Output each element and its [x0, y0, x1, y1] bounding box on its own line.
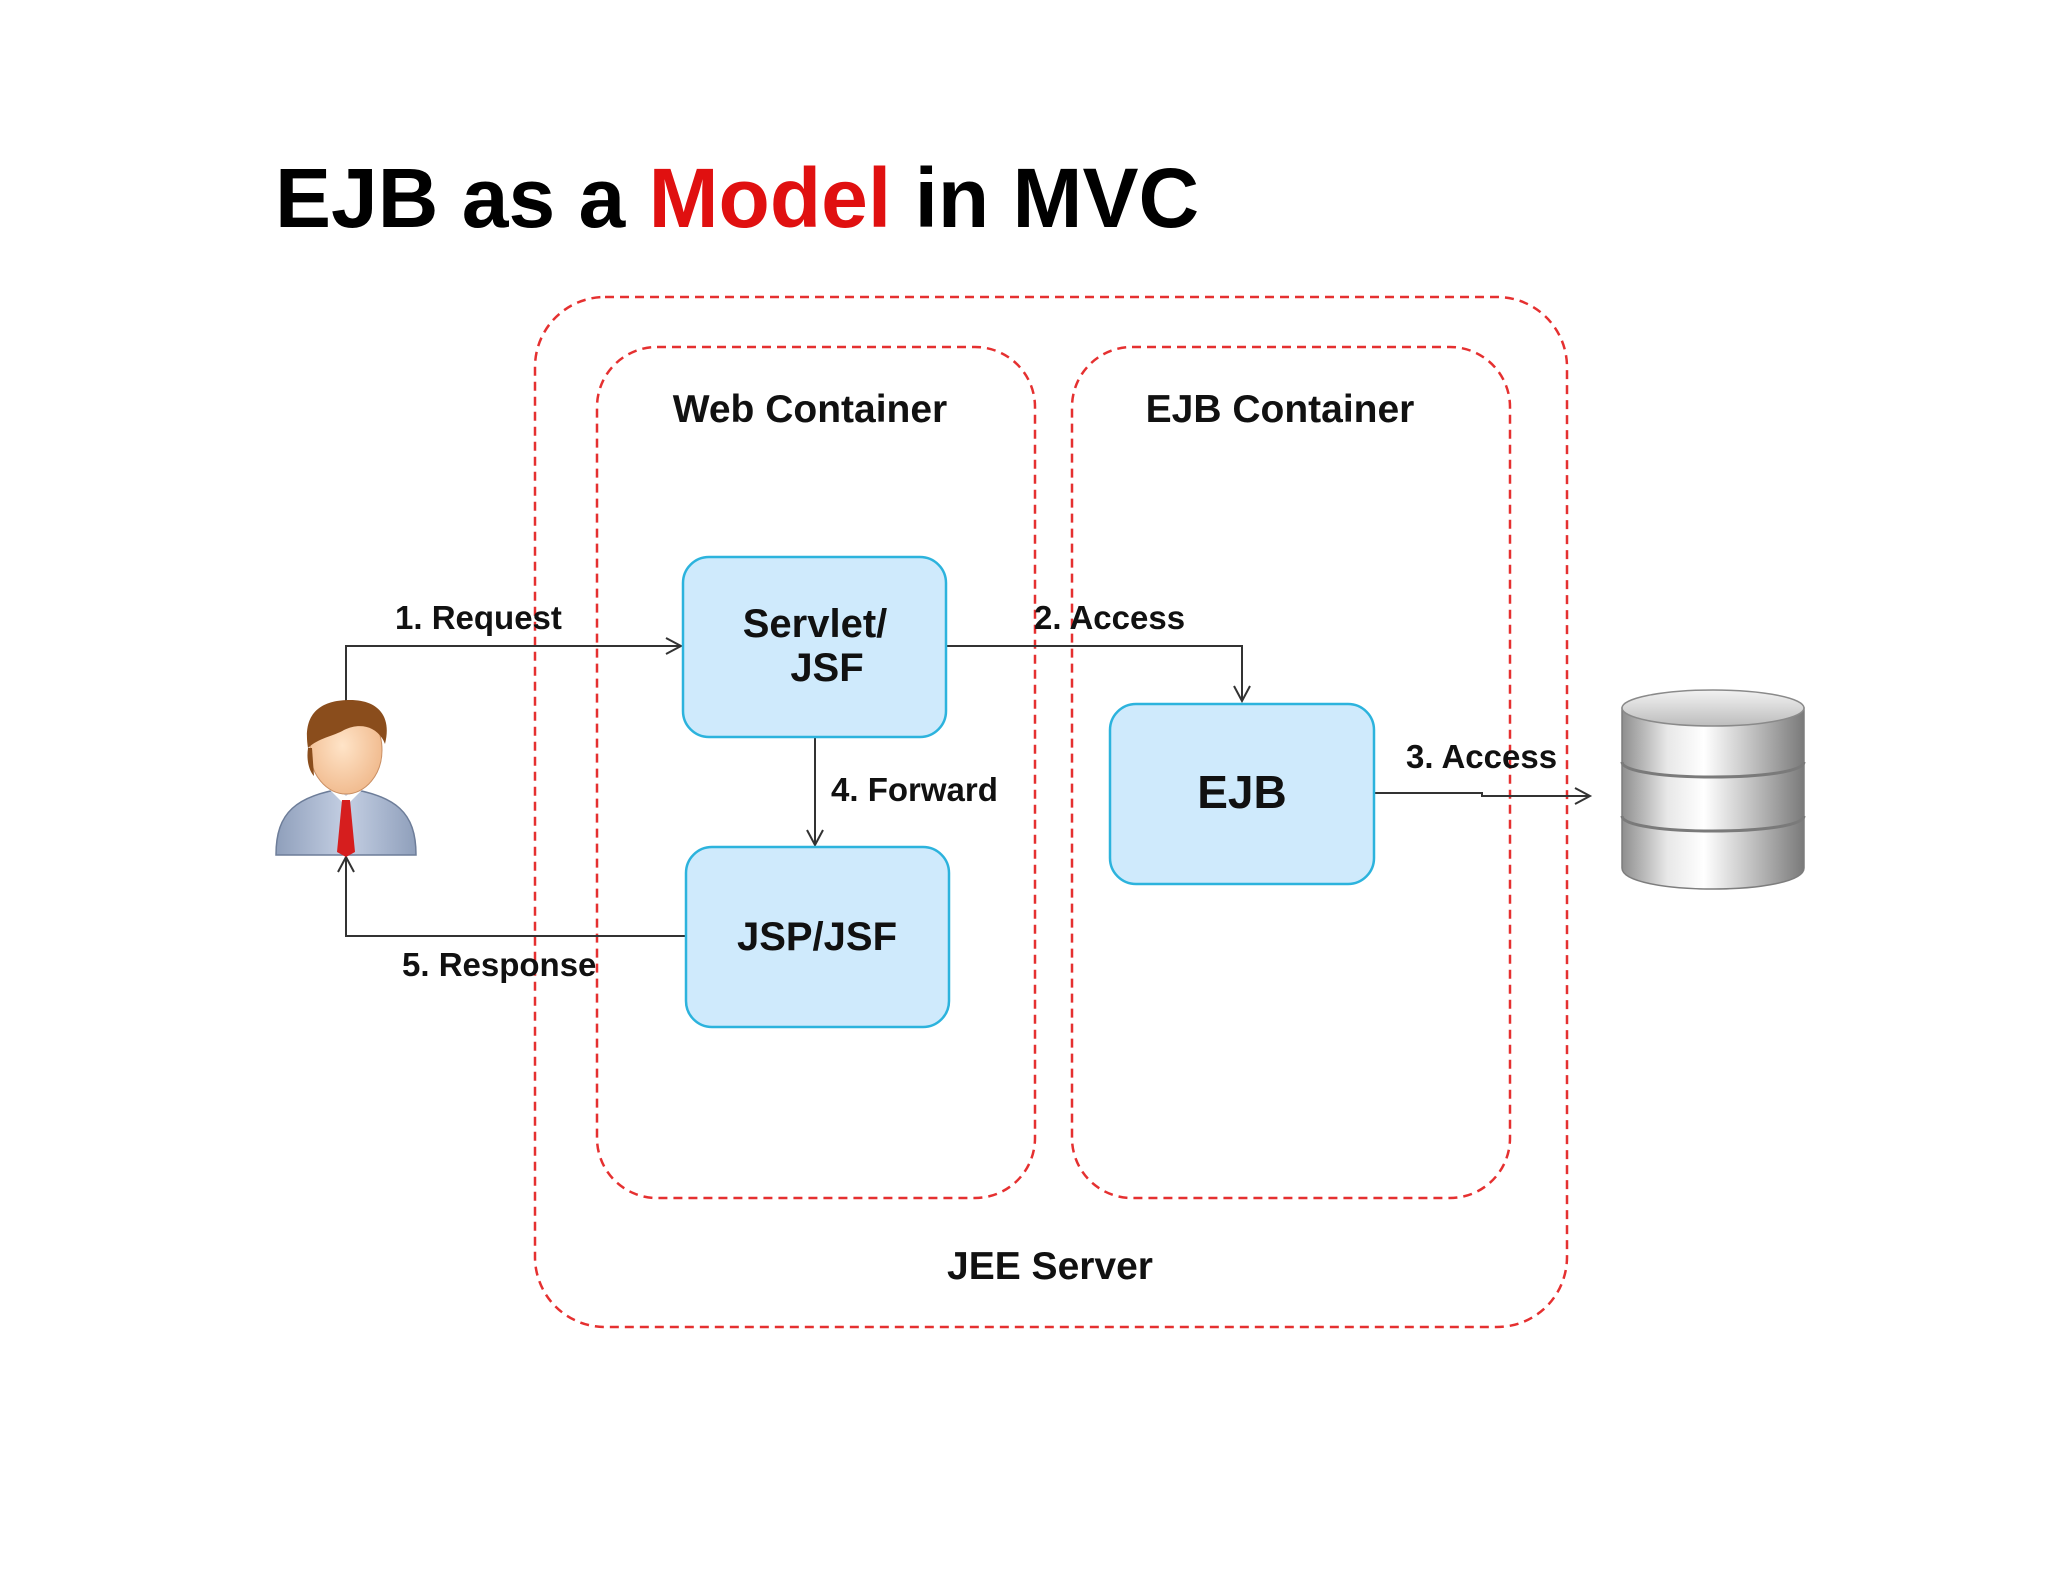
ejb-node-label: EJB: [1197, 766, 1286, 818]
title-highlight: Model: [648, 151, 892, 245]
access-db-arrow: [1374, 787, 1593, 805]
jee-server-container: [533, 295, 1569, 1329]
request-arrow: [345, 637, 684, 703]
access-ejb-arrow: [946, 645, 1251, 704]
ejb-node: EJB: [1108, 702, 1376, 886]
access-db-label: 3. Access: [1406, 738, 1557, 775]
jsp-jsf-node: JSP/JSF: [684, 845, 951, 1029]
access-ejb-label: 2. Access: [1034, 599, 1185, 636]
user-icon: [275, 700, 417, 857]
request-label: 1. Request: [395, 599, 562, 636]
web-container: [595, 345, 1037, 1200]
servlet-jsf-node: Servlet/ JSF: [681, 555, 948, 739]
jsp-node-label: JSP/JSF: [737, 915, 897, 959]
title-part2: in MVC: [891, 151, 1200, 245]
servlet-node-line1: Servlet/: [743, 602, 888, 646]
jee-server-label: JEE Server: [947, 1245, 1153, 1288]
response-label: 5. Response: [402, 946, 596, 983]
database-icon: [1620, 689, 1806, 890]
title-part1: EJB as a: [275, 151, 649, 245]
ejb-container: [1070, 345, 1512, 1200]
ejb-container-label: EJB Container: [1146, 388, 1415, 431]
servlet-node-line2: JSF: [790, 646, 863, 690]
page-title: EJB as a Model in MVC: [275, 150, 1199, 247]
response-arrow: [337, 854, 686, 937]
web-container-label: Web Container: [673, 388, 947, 431]
forward-label: 4. Forward: [831, 771, 998, 808]
